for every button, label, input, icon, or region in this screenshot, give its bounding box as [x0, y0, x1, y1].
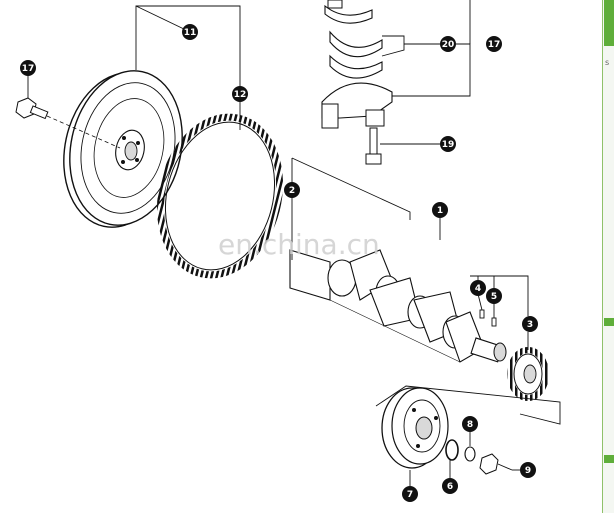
- callout-19: 19: [440, 136, 456, 152]
- callout-1: 1: [432, 202, 448, 218]
- o-ring: [445, 439, 459, 461]
- watermark-text: en.china.cn: [218, 228, 380, 261]
- svg-text:6: 6: [447, 482, 453, 492]
- callout-9: 9: [520, 462, 536, 478]
- callout-6: 6: [442, 478, 458, 494]
- callout-17: 17 17: [486, 36, 502, 52]
- svg-text:2: 2: [289, 186, 295, 196]
- svg-text:20: 20: [442, 40, 455, 50]
- callout-3: 3: [522, 316, 538, 332]
- svg-text:9: 9: [525, 466, 531, 476]
- crankshaft-gear: [507, 347, 549, 401]
- svg-text:3: 3: [527, 320, 533, 330]
- callout-11: 12: [232, 86, 248, 102]
- svg-text:19: 19: [442, 140, 455, 150]
- washer: [464, 446, 476, 462]
- edge-mark-text: s: [605, 58, 610, 67]
- callout-20: 20: [440, 36, 456, 52]
- flywheel-bolt: [15, 97, 121, 149]
- pulley-bolt: [479, 453, 513, 475]
- crankshaft: [289, 249, 507, 363]
- callout-5: 5: [486, 288, 502, 304]
- svg-text:12: 12: [234, 90, 247, 100]
- svg-text:17: 17: [488, 40, 501, 50]
- callout-10: 11: [182, 24, 198, 40]
- svg-text:17: 17: [22, 64, 35, 74]
- main-bearing-shell-20: [329, 30, 383, 79]
- cap-bolt: [365, 127, 382, 165]
- exploded-view: 11 12 17 20 17 17 19 2 1: [15, 0, 561, 502]
- svg-text:8: 8: [467, 420, 473, 430]
- side-panel-strip: [602, 0, 614, 513]
- svg-text:11: 11: [184, 28, 197, 38]
- callout-2: 2: [284, 182, 300, 198]
- svg-text:4: 4: [475, 284, 481, 294]
- leader-lines: [27, 0, 561, 486]
- key-part-4: [479, 309, 485, 319]
- callout-7: 7: [402, 486, 418, 502]
- ring-gear: [156, 113, 284, 279]
- key-part-5: [491, 317, 497, 327]
- flywheel: [63, 70, 183, 228]
- side-tab-middle: [604, 318, 614, 326]
- side-tab-bottom: [604, 455, 614, 463]
- callout-4: 4: [470, 280, 486, 296]
- callout-12: 17: [20, 60, 36, 76]
- svg-text:5: 5: [491, 292, 497, 302]
- upper-bearing-shell-top: [324, 0, 373, 24]
- svg-text:1: 1: [437, 206, 443, 216]
- svg-text:7: 7: [407, 490, 413, 500]
- crankshaft-pulley: [381, 387, 449, 469]
- bearing-cap: [321, 82, 393, 129]
- side-tab-top: [604, 0, 614, 46]
- callout-8: 8: [462, 416, 478, 432]
